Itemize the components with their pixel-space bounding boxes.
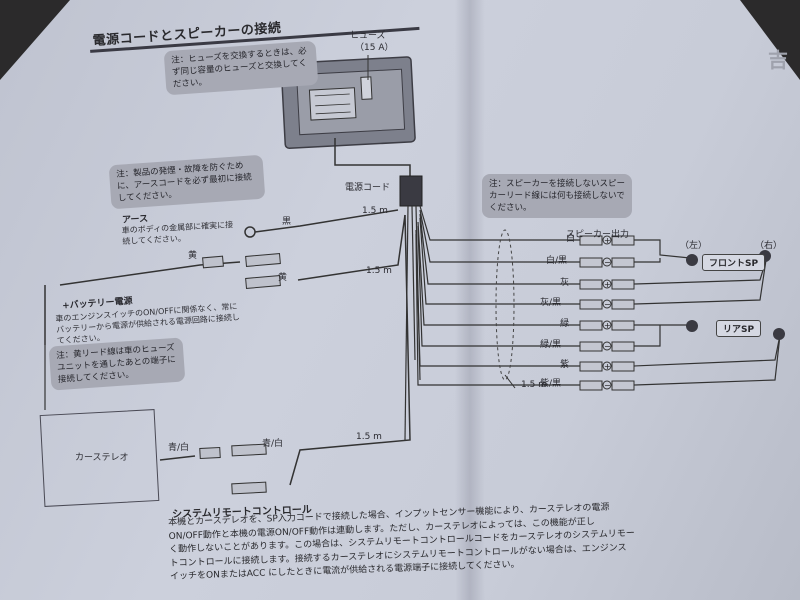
svg-text:−: − bbox=[604, 300, 611, 309]
svg-text:+: + bbox=[604, 321, 611, 330]
svg-text:−: − bbox=[604, 381, 611, 390]
rear-sp-tag: リアSP bbox=[716, 320, 762, 337]
front-sp-tag: フロントSP bbox=[702, 254, 766, 271]
page-fold bbox=[455, 0, 485, 600]
speaker-note: 注：スピーカーを接続しないスピーカーリード線には何も接続しないでください。 bbox=[482, 174, 632, 218]
speaker-wire-green: 緑 bbox=[560, 319, 570, 329]
speaker-wire-gray: 灰 bbox=[560, 278, 570, 288]
right-label: （右） bbox=[755, 241, 783, 251]
battery-wire-color-1: 黄 bbox=[188, 251, 198, 261]
right-page-glyph: 吉 bbox=[768, 48, 788, 72]
speaker-wire-gray-black: 灰/黒 bbox=[540, 298, 562, 308]
car-stereo-label: カーステレオ bbox=[75, 453, 129, 463]
stereo-wire-color-1: 青/白 bbox=[168, 443, 190, 453]
power-cord-label: 電源コード bbox=[345, 183, 391, 193]
stereo-wire-length: 1.5 m bbox=[356, 432, 382, 442]
svg-text:+: + bbox=[604, 362, 611, 371]
battery-wire-color-2: 黄 bbox=[278, 273, 288, 283]
ground-wire-length: 1.5 m bbox=[362, 206, 388, 216]
left-label: （左） bbox=[680, 241, 708, 251]
battery-wire-length: 1.5 m bbox=[366, 266, 392, 276]
speaker-output-label: スピーカー出力 bbox=[566, 230, 630, 240]
ground-wire-color: 黒 bbox=[282, 217, 292, 227]
fuse-rating: （15 A） bbox=[355, 43, 394, 53]
speaker-wire-white-black: 白/黒 bbox=[546, 256, 568, 266]
speaker-wire-green-black: 緑/黒 bbox=[540, 340, 562, 350]
svg-text:−: − bbox=[604, 258, 611, 267]
speaker-wire-purple-black: 紫/黒 bbox=[540, 379, 562, 389]
speaker-wire-length: 1.5 m bbox=[521, 380, 547, 390]
svg-text:−: − bbox=[604, 342, 611, 351]
fuse-label: ヒューズ bbox=[350, 31, 386, 41]
svg-text:+: + bbox=[604, 236, 611, 245]
speaker-wire-purple: 紫 bbox=[560, 360, 570, 370]
speaker-wire-white: 白 bbox=[566, 234, 576, 244]
svg-text:+: + bbox=[604, 280, 611, 289]
stereo-wire-color-2: 青/白 bbox=[262, 439, 284, 449]
